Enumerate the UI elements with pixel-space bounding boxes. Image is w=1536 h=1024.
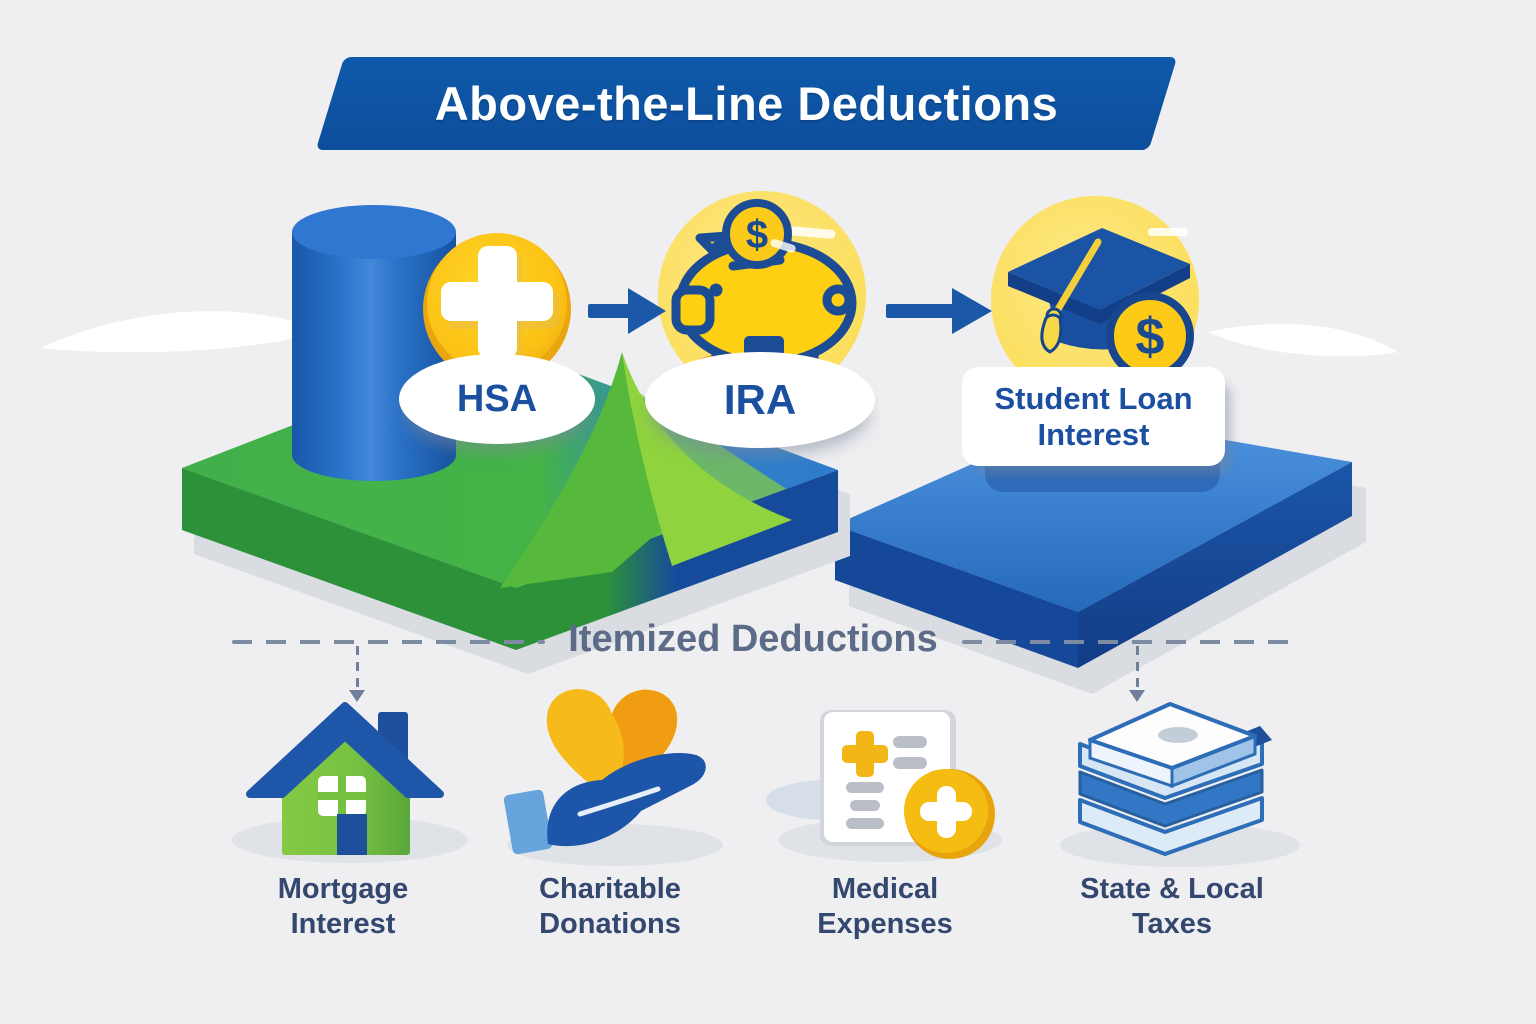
graduation-cap-dollar-icon: $ xyxy=(991,196,1199,404)
state-local-taxes-label: State & Local Taxes xyxy=(1080,873,1264,940)
books-stack-icon xyxy=(1060,702,1300,867)
down-arrow-icon xyxy=(1129,646,1145,708)
page-title: Above-the-Line Deductions xyxy=(434,77,1059,130)
ira-badge: IRA xyxy=(645,352,875,448)
divider-dashes-right xyxy=(962,640,1294,644)
medical-expenses-label: Medical Expenses xyxy=(817,873,953,940)
green-hill xyxy=(500,352,792,588)
blue-cylinder-icon xyxy=(292,205,456,481)
ira-label: IRA xyxy=(723,376,797,423)
cap-coin-dollar: $ xyxy=(1136,308,1165,366)
hsa-badge: HSA xyxy=(399,354,595,444)
down-arrow-icon xyxy=(349,646,365,708)
hsa-label: HSA xyxy=(456,377,538,420)
itemized-deductions-heading: Itemized Deductions xyxy=(568,618,938,660)
pig-coin-dollar: $ xyxy=(746,213,768,257)
hsa-coin-cross-icon xyxy=(423,233,571,383)
right-platform xyxy=(835,415,1366,694)
mortgage-interest-label: Mortgage Interest xyxy=(277,873,409,940)
student-loan-label: Student Loan Interest xyxy=(994,380,1193,452)
house-icon xyxy=(232,702,468,863)
background-swooshes xyxy=(40,311,1398,357)
hand-heart-icon xyxy=(503,689,723,866)
medical-document-icon xyxy=(766,710,1002,862)
student-loan-card: Student Loan Interest xyxy=(962,367,1225,466)
charitable-donations-label: Charitable Donations xyxy=(539,873,681,940)
arrow-right-icon xyxy=(588,288,992,334)
divider-dashes-left xyxy=(232,640,545,644)
